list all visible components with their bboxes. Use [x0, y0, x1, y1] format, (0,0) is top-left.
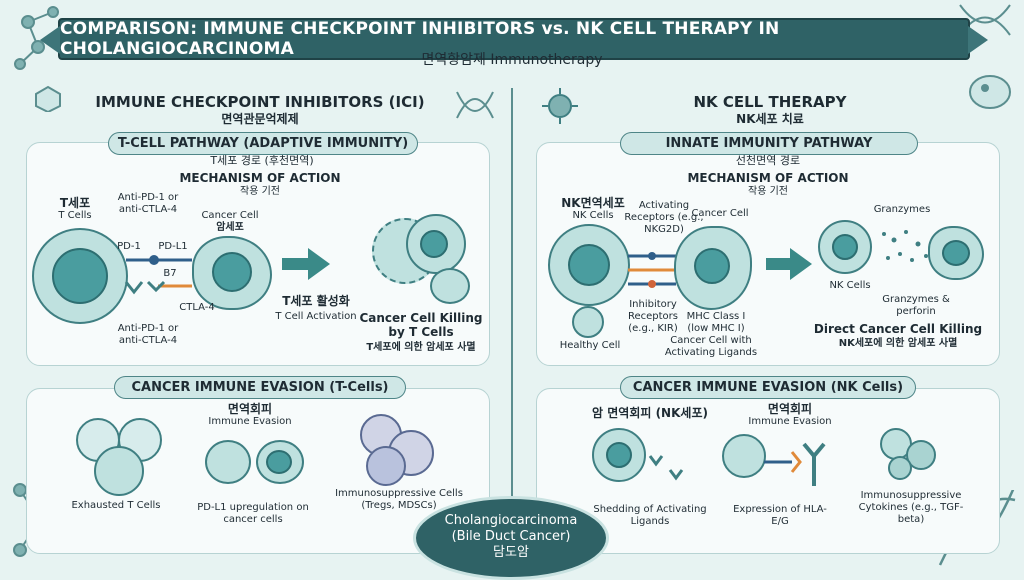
immunosuppressive-cytokines-label: Immunosuppressive Cytokines (e.g., TGF-b…: [858, 490, 964, 525]
right-moa-title: MECHANISM OF ACTION: [687, 171, 849, 185]
hla-expressing-cell: [722, 434, 766, 478]
t-cell-pathway-ko: T세포 경로 (후천면역): [210, 154, 314, 167]
bacteria-icon: [969, 75, 1011, 109]
left-moa-ko: 작용 기전: [240, 186, 280, 197]
left-evasion-ko: 면역회피: [227, 402, 273, 416]
nk-cell-label: NK Cells: [572, 210, 614, 221]
left-moa-title: MECHANISM OF ACTION: [179, 171, 341, 185]
receptor-binding-diagram: [124, 255, 192, 295]
evasion-t-cell-nucleus: [266, 450, 292, 474]
t-cell-activation-ko: T세포 활성화: [282, 294, 350, 308]
page-title: COMPARISON: IMMUNE CHECKPOINT INHIBITORS…: [40, 18, 988, 60]
t-cell-label-ko: T세포: [59, 196, 91, 210]
granzyme-dots: [882, 230, 928, 262]
immunosuppressive-cells-label: Immunosuppressive Cells (Tregs, MDSCs): [335, 488, 463, 511]
healthy-cell-label: Healthy Cell: [559, 340, 621, 351]
granzymes-label: Granzymes: [873, 204, 931, 215]
activating-receptors-label: Activating Receptors (e.g., NKG2D): [624, 200, 704, 235]
nk-evasion-left-ko: 암 면역회피 (NK세포): [592, 406, 708, 420]
column-divider: [511, 88, 513, 558]
nk-receptor-diagram: [628, 252, 676, 288]
t-cell-label: T Cells: [58, 210, 92, 221]
nk-killer-nucleus: [832, 234, 858, 260]
pdl1-label: PD-L1: [158, 241, 188, 252]
cancer-cell-ko: 암세포: [216, 222, 244, 233]
activation-arrow: [308, 248, 330, 280]
shedding-label: Shedding of Activating Ligands: [593, 504, 707, 527]
t-cell-nucleus: [52, 248, 108, 304]
suppressor-cell: [366, 446, 406, 486]
healthy-cell: [572, 306, 604, 338]
right-evasion-ko: 면역회피: [767, 402, 813, 416]
right-column-title: NK CELL THERAPY NK세포 치료: [530, 94, 1010, 128]
badge-line-2: (Bile Duct Cancer): [451, 529, 571, 544]
exhausted-t-cells-label: Exhausted T Cells: [71, 500, 161, 511]
ici-title: IMMUNE CHECKPOINT INHIBITORS (ICI): [95, 93, 425, 111]
cancer-cell-killing-ko: T세포에 의한 암세포 사멸: [366, 342, 476, 353]
hla-receptor-diagram: [764, 442, 826, 486]
left-evasion-label: Immune Evasion: [208, 416, 292, 427]
badge-line-3: 담도암: [493, 545, 529, 560]
nk-evasion-title: CANCER IMMUNE EVASION (NK Cells): [620, 376, 916, 399]
b7-label: B7: [163, 268, 177, 279]
nk-therapy-title: NK CELL THERAPY: [693, 93, 847, 111]
direct-killing-label: Direct Cancer Cell Killing: [813, 322, 983, 336]
cancer-cell-label: Cancer Cell: [201, 210, 259, 221]
page-subtitle: 면역항암제 Immunotherapy: [421, 52, 603, 68]
exhausted-t-cell-3: [94, 446, 144, 496]
cancer-ligands-label: Cancer Cell with Activating Ligands: [664, 335, 758, 358]
t-cell-activation: T Cell Activation: [275, 311, 357, 322]
nk-dying-cancer-nucleus: [942, 240, 970, 266]
cholangiocarcinoma-badge: Cholangiocarcinoma (Bile Duct Cancer) 담도…: [413, 496, 609, 580]
ici-title-ko: 면역관문억제제: [221, 112, 299, 126]
hla-expression-label: Expression of HLA-E/G: [733, 504, 827, 527]
cancer-cell-killing-label: Cancer Cell Killing by T Cells: [359, 311, 483, 339]
right-moa-ko: 작용 기전: [748, 186, 788, 197]
nk-target-cancer-nucleus: [694, 248, 730, 284]
shed-ligands: [648, 455, 684, 481]
badge-line-1: Cholangiocarcinoma: [444, 513, 578, 528]
right-evasion-label: Immune Evasion: [748, 416, 832, 427]
dna-icon: [456, 91, 494, 119]
dying-cancer-fragment: [430, 268, 470, 304]
dying-cell-nucleus: [420, 230, 448, 258]
shedding-cell: [592, 428, 646, 482]
innate-pathway-ko: 선천면역 경로: [735, 154, 801, 167]
cytokine-cell-3: [888, 456, 912, 480]
nk-therapy-title-ko: NK세포 치료: [736, 112, 804, 126]
nk-arrow: [790, 248, 812, 280]
inhibitory-receptors-label: Inhibitory Receptors (e.g., KIR): [627, 299, 678, 334]
direct-killing-ko: NK세포에 의한 암세포 사멸: [838, 338, 958, 349]
cancer-cell-nucleus: [212, 252, 252, 292]
activation-arrow-shaft: [282, 258, 310, 270]
anti-pd1-bottom-label: Anti-PD-1 or anti-CTLA-4: [117, 323, 179, 346]
mhc-class-label: MHC Class I (low MHC I): [686, 311, 746, 334]
virus-icon: [542, 88, 578, 124]
t-cell-evasion-title: CANCER IMMUNE EVASION (T-Cells): [114, 376, 406, 399]
nk-cell-label-ko: NK면역세포: [561, 196, 625, 210]
pd-l1-upregulation-label: PD-L1 upregulation on cancer cells: [197, 502, 309, 525]
pd1-label: PD-1: [117, 241, 141, 252]
ctla4-label: CTLA-4: [179, 302, 215, 313]
shedding-cell-nucleus: [606, 442, 632, 468]
nk-target-cancer-label: Cancer Cell: [691, 208, 749, 219]
evasion-cancer-cell: [205, 440, 251, 484]
left-column-title: IMMUNE CHECKPOINT INHIBITORS (ICI) 면역관문억…: [20, 94, 500, 128]
nk-cell-nucleus: [568, 244, 610, 286]
anti-pd1-top-label: Anti-PD-1 or anti-CTLA-4: [117, 192, 179, 215]
t-cell-pathway-label: T-CELL PATHWAY (ADAPTIVE IMMUNITY): [108, 132, 418, 155]
innate-pathway-label: INNATE IMMUNITY PATHWAY: [620, 132, 918, 155]
nk-cells-label: NK Cells: [829, 280, 871, 291]
nk-arrow-shaft: [766, 258, 792, 270]
granzymes-perforin-label: Granzymes & perforin: [882, 294, 950, 317]
